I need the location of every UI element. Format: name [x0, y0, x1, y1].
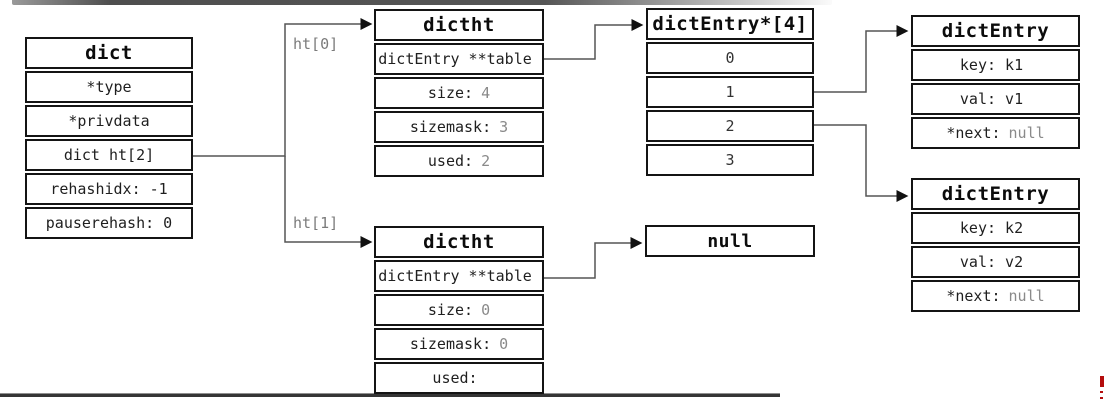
arrow-slot2-to-entry2	[814, 124, 909, 202]
dict-title: dict	[25, 37, 193, 69]
field-value: 3	[499, 118, 509, 136]
dictht1-title: dictht	[374, 226, 544, 258]
field-label: val: v1	[959, 90, 1024, 108]
ht0-pointer-label: ht[0]	[293, 35, 339, 53]
slide-bottom-rule	[0, 393, 780, 397]
dictht0-field-used: used: 2	[374, 145, 544, 177]
dictht1-field-table: dictEntry **table	[374, 260, 544, 292]
field-label: *next:	[946, 287, 1001, 305]
arrow-dict-to-ht0	[193, 18, 373, 157]
page-number-fragment	[1100, 391, 1103, 393]
ht1-pointer-label: ht[1]	[293, 214, 339, 232]
bucket-slot-1: 1	[646, 76, 814, 108]
dictht0-title: dictht	[374, 9, 544, 41]
field-label: key: k1	[959, 56, 1024, 74]
dictentry1-field-key: key: k1	[911, 49, 1080, 81]
dict-field-type: *type	[25, 71, 193, 103]
field-value: 0	[499, 335, 509, 353]
dictentry1-box: dictEntry key: k1 val: v1 *next: null	[911, 15, 1080, 149]
dictentry1-title: dictEntry	[911, 15, 1080, 47]
field-label: size:	[427, 301, 474, 319]
dict-field-pauserehash: pauserehash: 0	[25, 207, 193, 239]
page-number-fragment	[1100, 376, 1104, 387]
field-label: sizemask:	[409, 118, 492, 136]
dictht0-box: dictht dictEntry **table size: 4 sizemask…	[374, 9, 544, 177]
arrow-dict-to-ht1	[284, 156, 373, 248]
dict-field-privdata: *privdata	[25, 105, 193, 137]
arrow-slot1-to-entry1	[814, 25, 909, 93]
bucket-slot-2: 2	[646, 110, 814, 142]
bucket-array-box: dictEntry*[4] 0 1 2 3	[646, 8, 814, 176]
dictht0-field-size: size: 4	[374, 77, 544, 109]
field-label: size:	[427, 84, 474, 102]
field-value: null	[1008, 287, 1045, 305]
dictht0-field-table: dictEntry **table	[374, 43, 544, 75]
dict-field-ht: dict ht[2]	[25, 139, 193, 171]
null-label: null	[645, 225, 815, 257]
dictentry2-field-next: *next: null	[911, 280, 1080, 312]
dictentry1-field-val: val: v1	[911, 83, 1080, 115]
field-label: val: v2	[959, 253, 1024, 271]
field-value: 0	[481, 301, 491, 319]
field-value: null	[1008, 124, 1045, 142]
field-value: 4	[481, 84, 491, 102]
arrow-table0-to-bucket-array	[544, 19, 644, 60]
field-label: used:	[432, 369, 478, 387]
bucket-array-title: dictEntry*[4]	[646, 8, 814, 40]
dictentry1-field-next: *next: null	[911, 117, 1080, 149]
field-label: dictEntry **table	[378, 50, 532, 68]
dictht1-box: dictht dictEntry **table size: 0 sizemask…	[374, 226, 544, 394]
dict-field-rehashidx: rehashidx: -1	[25, 173, 193, 205]
dict-box: dict *type *privdata dict ht[2] rehashid…	[25, 37, 193, 239]
dictht1-field-size: size: 0	[374, 294, 544, 326]
field-label: key: k2	[959, 219, 1024, 237]
dictentry2-box: dictEntry key: k2 val: v2 *next: null	[911, 178, 1080, 312]
field-value: 2	[481, 152, 491, 170]
dictht0-field-sizemask: sizemask: 3	[374, 111, 544, 143]
field-label: used:	[427, 152, 474, 170]
dictht1-field-sizemask: sizemask: 0	[374, 328, 544, 360]
dictentry2-field-key: key: k2	[911, 212, 1080, 244]
bucket-slot-3: 3	[646, 144, 814, 176]
dictht1-field-used: used:	[374, 362, 544, 394]
arrow-table1-to-null	[544, 237, 643, 279]
dictentry2-field-val: val: v2	[911, 246, 1080, 278]
bucket-slot-0: 0	[646, 42, 814, 74]
page-number-fragment	[1100, 397, 1103, 399]
field-label: sizemask:	[409, 335, 492, 353]
null-box: null	[645, 225, 815, 257]
field-label: *next:	[946, 124, 1001, 142]
dictentry2-title: dictEntry	[911, 178, 1080, 210]
slide-top-edge	[12, 0, 832, 5]
field-label: dictEntry **table	[378, 267, 532, 285]
